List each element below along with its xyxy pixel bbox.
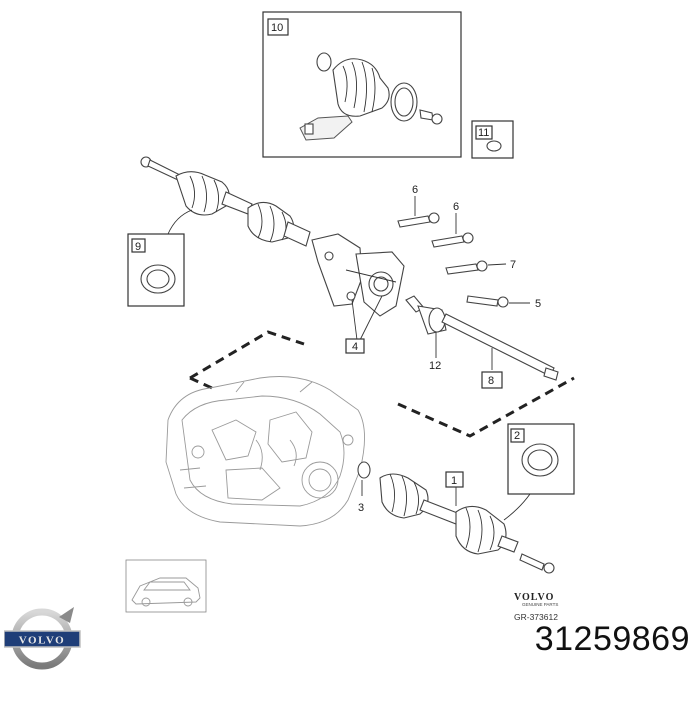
car-thumbnail bbox=[125, 559, 207, 613]
callout-4: 4 bbox=[352, 341, 358, 353]
callout-9: 9 bbox=[135, 241, 141, 253]
volvo-logo: VOLVO bbox=[3, 605, 84, 690]
footer-brand-sub: GENUINE PARTS bbox=[522, 602, 558, 607]
callout-11: 11 bbox=[478, 127, 489, 139]
callout-7: 7 bbox=[510, 259, 516, 271]
transmission-housing bbox=[165, 376, 365, 527]
callout-6b: 6 bbox=[453, 201, 459, 213]
support-bracket bbox=[311, 196, 530, 341]
footer-reference: GR-373612 bbox=[514, 612, 558, 622]
part-number: 31259869 bbox=[534, 620, 690, 658]
volvo-footer: VOLVO GENUINE PARTS GR-373612 bbox=[514, 592, 558, 622]
callout-10: 10 bbox=[271, 22, 283, 34]
logo-text: VOLVO bbox=[19, 635, 65, 647]
boot-kit-box: 10 bbox=[262, 11, 462, 158]
callout-12: 12 bbox=[429, 360, 441, 372]
callout-5: 5 bbox=[535, 298, 541, 310]
upper-driveshaft: 9 bbox=[127, 156, 311, 307]
lower-driveshaft bbox=[357, 423, 575, 574]
callout-6a: 6 bbox=[412, 184, 418, 196]
callout-2: 2 bbox=[514, 430, 520, 442]
clip-box-11: 11 bbox=[471, 120, 514, 159]
callout-8: 8 bbox=[488, 375, 494, 387]
callout-3: 3 bbox=[358, 502, 364, 514]
transmission-envelope bbox=[189, 330, 575, 438]
callout-1: 1 bbox=[451, 475, 457, 487]
intermediate-shaft bbox=[405, 295, 559, 389]
footer-brand: VOLVO bbox=[514, 592, 554, 603]
